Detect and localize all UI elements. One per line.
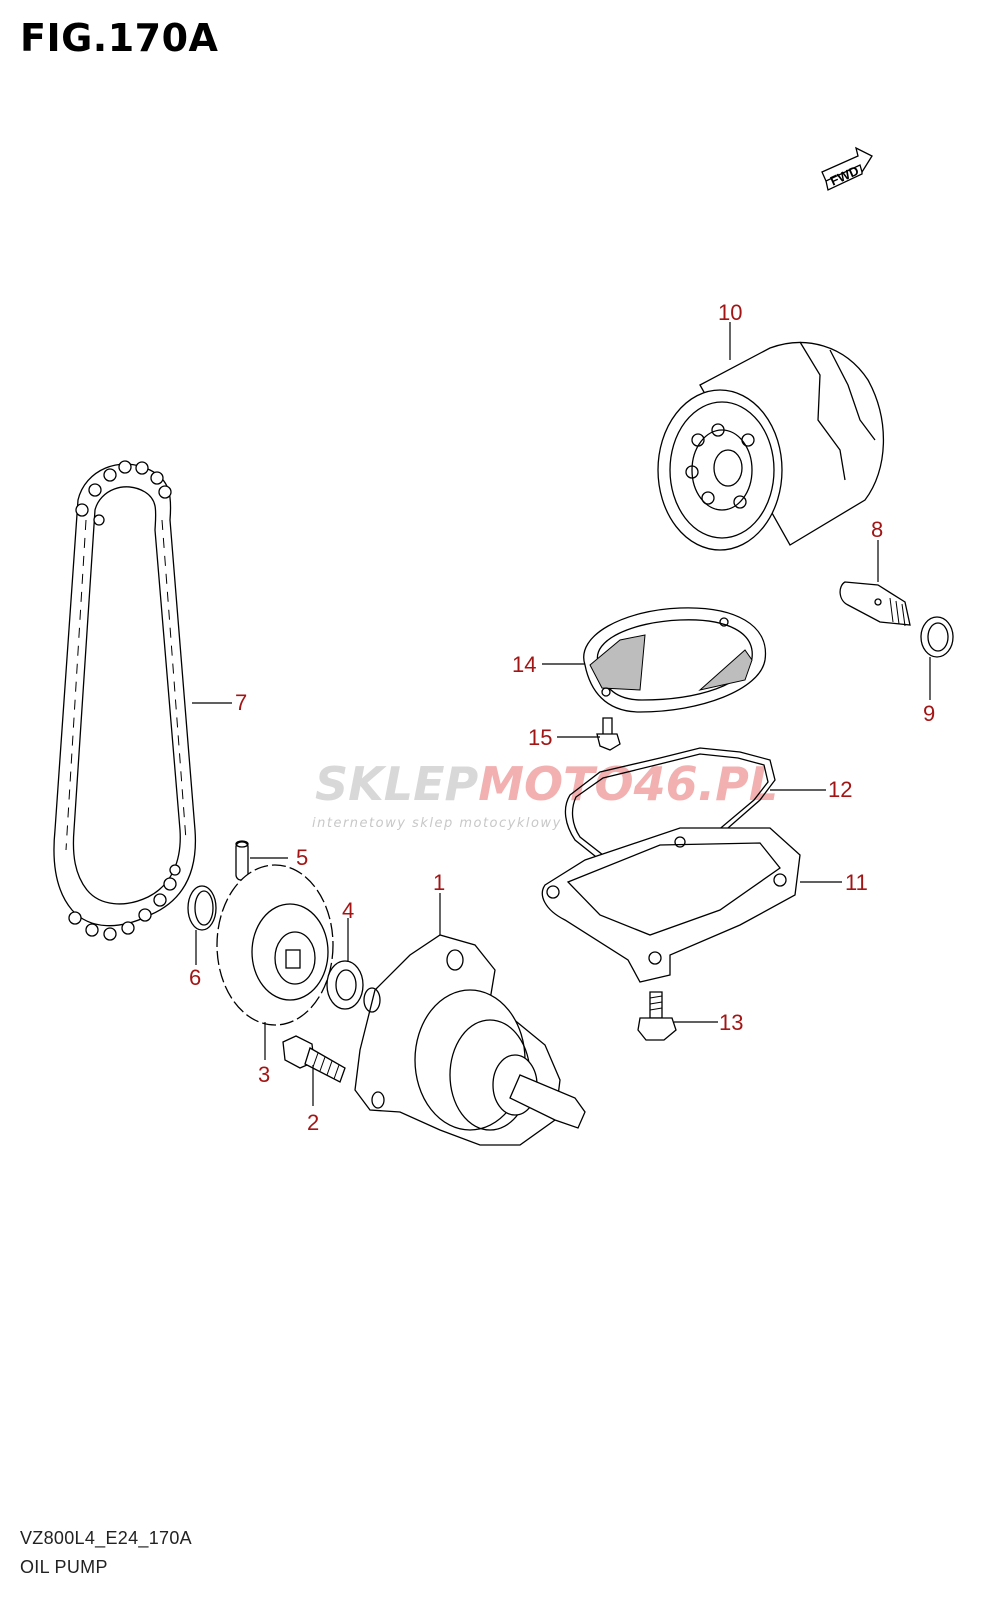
part-15-screw bbox=[596, 717, 621, 751]
callout-8: 8 bbox=[871, 517, 883, 542]
watermark-tagline: internetowy sklep motocyklowy bbox=[312, 816, 562, 831]
part-5-pin bbox=[235, 840, 249, 881]
chain-links-bottom bbox=[68, 864, 181, 941]
watermark: SKLEPMOTO46.PL internetowy sklep motocyk… bbox=[312, 757, 778, 831]
part-12-gasket bbox=[564, 747, 776, 871]
part-11-oil-pan bbox=[541, 827, 801, 983]
callout-15: 15 bbox=[528, 725, 552, 750]
fwd-arrow-icon: FWD bbox=[821, 146, 873, 191]
callout-2: 2 bbox=[307, 1110, 319, 1135]
callout-12: 12 bbox=[828, 777, 852, 802]
part-2-bolt bbox=[282, 1035, 346, 1083]
callout-4: 4 bbox=[342, 898, 354, 923]
chain-links-top bbox=[75, 460, 172, 526]
callout-labels: 1 2 3 4 5 6 7 8 9 10 11 12 13 14 15 bbox=[189, 300, 935, 1135]
callout-1: 1 bbox=[433, 870, 445, 895]
part-7-cam-chain bbox=[53, 460, 197, 941]
diagram-code: VZ800L4_E24_170A bbox=[20, 1528, 192, 1548]
part-4-washer bbox=[326, 960, 364, 1010]
callout-7: 7 bbox=[235, 690, 247, 715]
leader-lines bbox=[192, 322, 931, 1106]
callout-5: 5 bbox=[296, 845, 308, 870]
part-8-fitting bbox=[839, 581, 911, 627]
callout-11: 11 bbox=[845, 870, 868, 895]
diagram-name: OIL PUMP bbox=[20, 1557, 108, 1577]
part-6-circlip bbox=[187, 885, 217, 931]
part-10-oil-filter bbox=[657, 341, 885, 551]
part-1-oil-pump bbox=[354, 934, 586, 1146]
callout-14: 14 bbox=[512, 652, 536, 677]
part-3-sprocket bbox=[216, 864, 334, 1026]
callout-10: 10 bbox=[718, 300, 742, 325]
part-14-oil-strainer bbox=[583, 607, 767, 713]
watermark-brand: SKLEPMOTO46.PL bbox=[315, 757, 778, 811]
callout-13: 13 bbox=[719, 1010, 743, 1035]
callout-6: 6 bbox=[189, 965, 201, 990]
part-13-bolt bbox=[637, 991, 677, 1041]
part-9-washer bbox=[920, 616, 954, 658]
figure-title: FIG.170A bbox=[20, 16, 219, 60]
callout-9: 9 bbox=[923, 701, 935, 726]
callout-3: 3 bbox=[258, 1062, 270, 1087]
